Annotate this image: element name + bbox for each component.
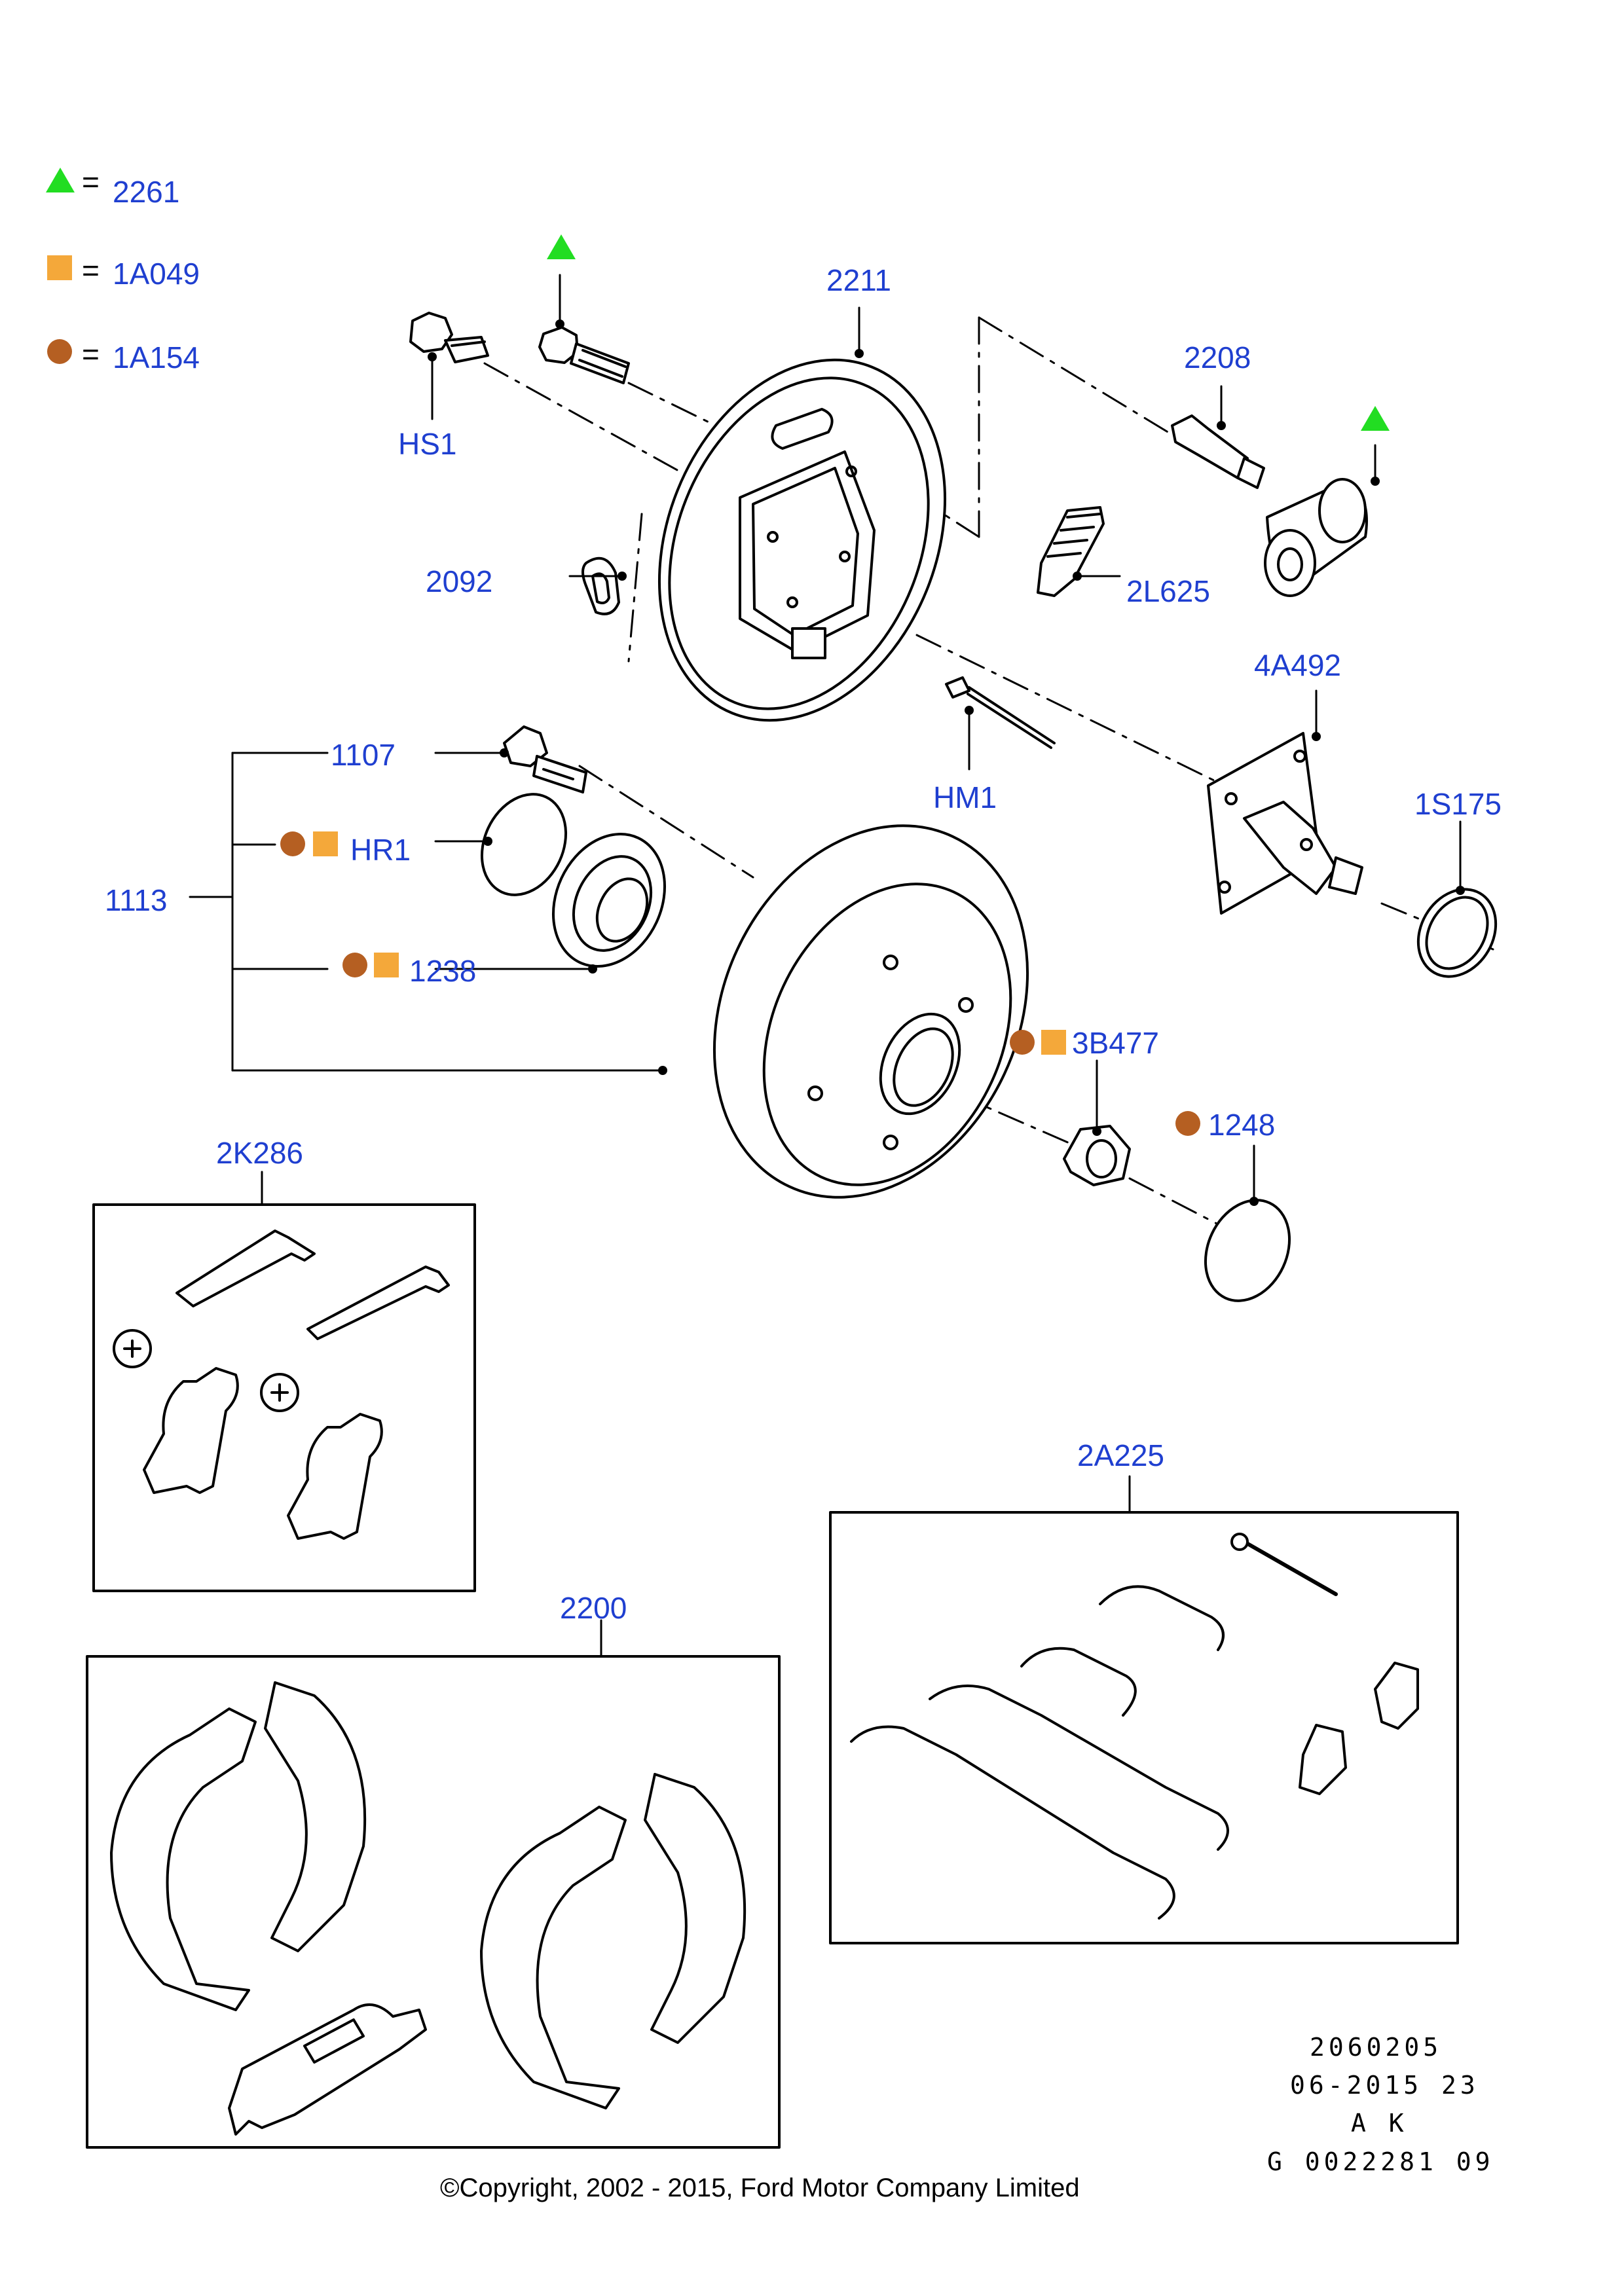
spring-kit-parts (850, 1533, 1419, 1920)
legend-equals-1: = (82, 165, 100, 199)
nut-3b477 (1063, 1125, 1131, 1186)
bleed-screw (1171, 414, 1265, 489)
part-label-2211: 2211 (826, 263, 891, 297)
square-marker-3b477-icon (1041, 1030, 1066, 1055)
part-label-hr1: HR1 (350, 833, 411, 867)
part-label-hs1: HS1 (398, 427, 457, 461)
legend-part-1a154: 1A154 (113, 340, 200, 374)
part-label-3b477: 3B477 (1072, 1026, 1160, 1060)
ring-hr1 (480, 793, 568, 896)
part-label-hm1: HM1 (933, 780, 997, 814)
kit-box-2200 (86, 1655, 781, 2149)
legend-triangle-icon (46, 168, 75, 192)
part-label-4a492: 4A492 (1254, 648, 1342, 682)
brake-drum (712, 824, 1029, 1199)
square-marker-1238-icon (374, 953, 399, 977)
bearing-1238 (551, 833, 667, 968)
part-label-1238: 1238 (409, 954, 477, 988)
cap-1248 (1204, 1199, 1291, 1302)
part-label-2200: 2200 (560, 1591, 627, 1625)
legend-part-1a049: 1A049 (113, 257, 200, 291)
circle-marker-1238-icon (342, 953, 367, 977)
leader-dots (428, 319, 1465, 1206)
legend-equals-2: = (82, 253, 100, 287)
grommet-2092 (581, 556, 620, 615)
circle-marker-3b477-icon (1010, 1030, 1035, 1055)
legend-part-2261: 2261 (113, 175, 180, 209)
circle-marker-hr1-icon (280, 831, 305, 856)
legend-square-icon (47, 255, 72, 280)
bolt-2261 (538, 326, 630, 384)
brake-shoe-kit-parts (110, 1681, 747, 2136)
backing-plate (657, 358, 947, 722)
part-label-2k286: 2K286 (216, 1136, 304, 1170)
part-label-2208: 2208 (1184, 340, 1251, 374)
part-label-2a225: 2A225 (1077, 1438, 1165, 1472)
bolt-hs1 (409, 312, 489, 363)
adjuster-kit-parts (113, 1230, 450, 1540)
square-marker-hr1-icon (313, 831, 338, 856)
meta-line-2: 06-2015 23 (1290, 2071, 1479, 2100)
pin-hm1 (945, 676, 1056, 749)
triangle-marker-bolt-icon (547, 234, 576, 259)
legend-equals-3: = (82, 337, 100, 371)
kit-box-2a225 (829, 1511, 1459, 1944)
meta-line-3: A K (1351, 2109, 1408, 2138)
part-label-1248: 1248 (1208, 1108, 1276, 1142)
circle-marker-1248-icon (1175, 1111, 1200, 1136)
meta-line-4: G 0022281 09 (1267, 2147, 1494, 2176)
triangle-marker-cylinder-icon (1361, 406, 1390, 431)
part-label-2l625: 2L625 (1126, 574, 1210, 608)
kit-box-2k286 (92, 1203, 476, 1592)
meta-line-1: 2060205 (1310, 2033, 1443, 2062)
spindle (1207, 732, 1363, 915)
bolt-1107 (503, 725, 587, 793)
seal-ring-1s175 (1416, 888, 1498, 978)
part-label-2092: 2092 (426, 564, 493, 598)
part-label-1s175: 1S175 (1414, 787, 1502, 821)
legend-circle-icon (47, 339, 72, 364)
copyright-notice: ©Copyright, 2002 - 2015, Ford Motor Comp… (440, 2174, 1080, 2202)
part-label-1113: 1113 (105, 883, 168, 917)
part-label-1107: 1107 (331, 738, 396, 772)
wheel-cylinder (1264, 478, 1368, 597)
dust-boot (1037, 506, 1105, 597)
leader-lines (189, 274, 1462, 1658)
